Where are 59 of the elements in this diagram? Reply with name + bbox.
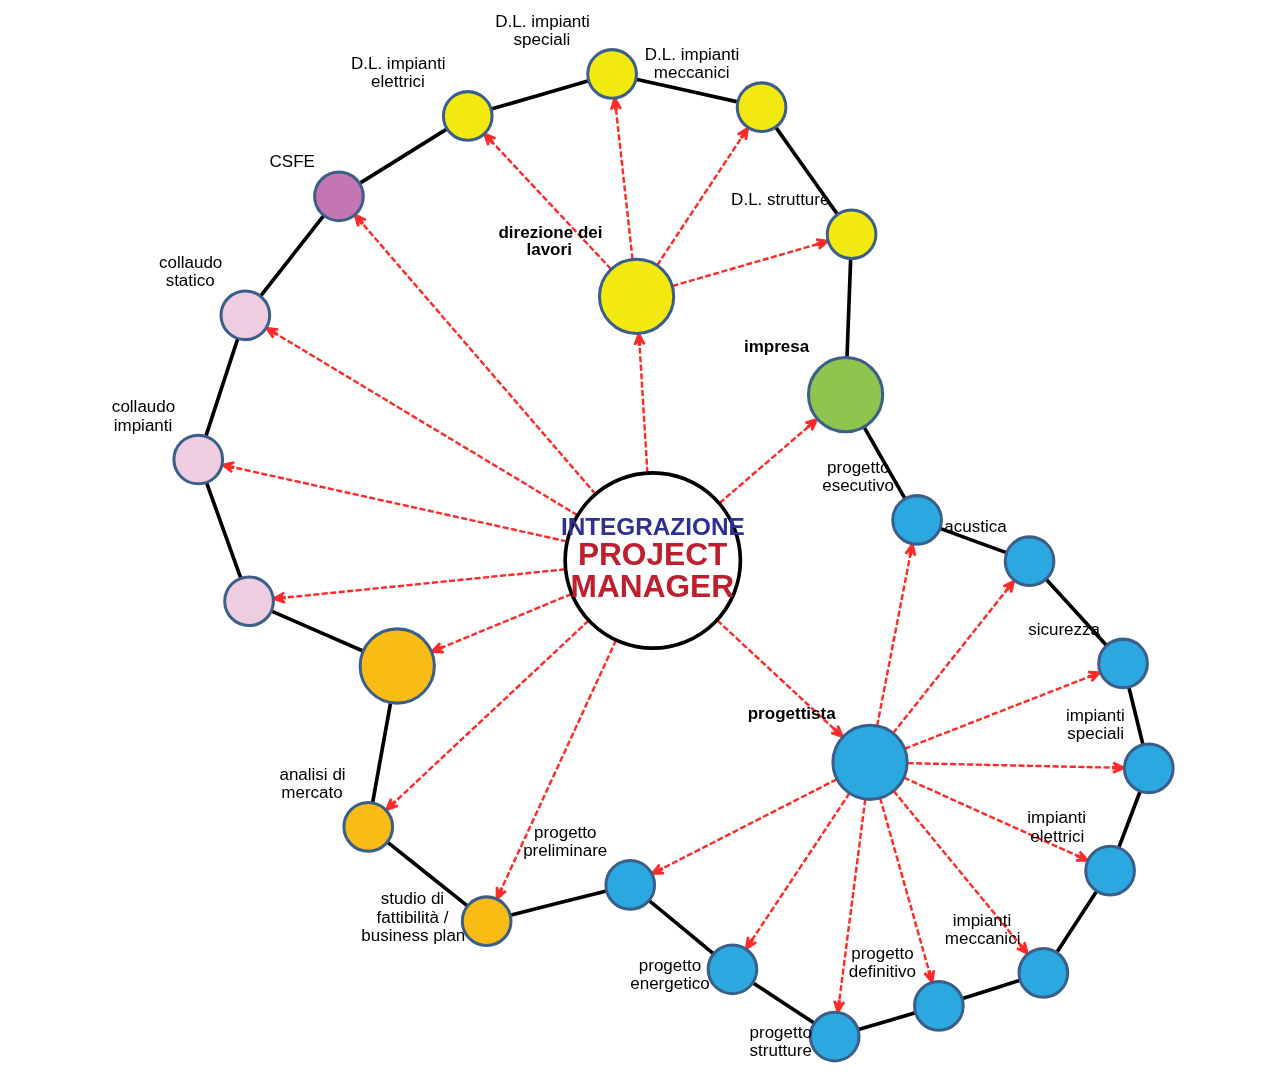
node-circle [1096,637,1149,690]
node-circle [603,859,656,911]
node-label: collaudo statico [158,253,222,291]
arrow [655,126,749,266]
node-circle [1017,947,1069,999]
connector [844,258,852,358]
node-label: direzione dei lavori [497,222,602,259]
node-circle [219,289,271,342]
connector [258,214,325,298]
node-circle [1083,844,1136,897]
node-label: progetto preliminare [522,822,607,860]
connector [1054,890,1098,954]
node-label: D.L. impianti meccanici [644,45,739,83]
arrow [220,461,567,543]
node-label: studio di fattibilità / business plan [360,889,465,945]
node-label: D.L. impianti speciali [494,11,590,49]
node-circle [358,627,436,705]
arrow [384,619,589,812]
node-label: analisi di mercato [278,764,346,802]
node-label: impianti meccanici [944,910,1020,948]
node-circle [597,257,675,335]
node-circle [441,90,494,142]
node-circle [585,48,638,100]
connector [647,899,715,956]
connector [370,702,392,803]
node-circle [1122,742,1175,795]
node-circle [806,356,884,434]
arrow [718,418,818,504]
connector [203,337,240,437]
node-circle [912,980,965,1032]
node-circle [890,494,943,546]
node-label: D.L. impianti elettrici [350,53,446,91]
connector [862,426,907,500]
node-circle [1003,535,1055,588]
node-circle [341,801,394,853]
connector [751,981,815,1025]
arrow [832,799,866,1014]
arrow [892,790,1029,955]
connector [1126,686,1145,746]
node-circle [825,208,877,261]
node-label: impresa [743,336,809,356]
node-circle [222,575,275,628]
node-circle [312,170,365,223]
connector [358,127,448,185]
connector [204,481,242,579]
node-label: progetto definitivo [848,943,916,981]
node-circle [735,81,787,134]
node-label: impianti elettrici [1026,808,1086,846]
node-label: collaudo impianti [111,397,175,435]
connector [386,841,469,908]
arrow [891,579,1015,734]
arrow [609,97,634,260]
node-label: impianti speciali [1065,706,1125,744]
node-label: acustica [943,517,1007,537]
node-label: progettista [747,704,836,724]
node-circle [171,433,224,486]
node-label: progetto energetico [629,955,710,994]
node-label: CSFE [269,152,315,172]
connector [1116,790,1142,849]
